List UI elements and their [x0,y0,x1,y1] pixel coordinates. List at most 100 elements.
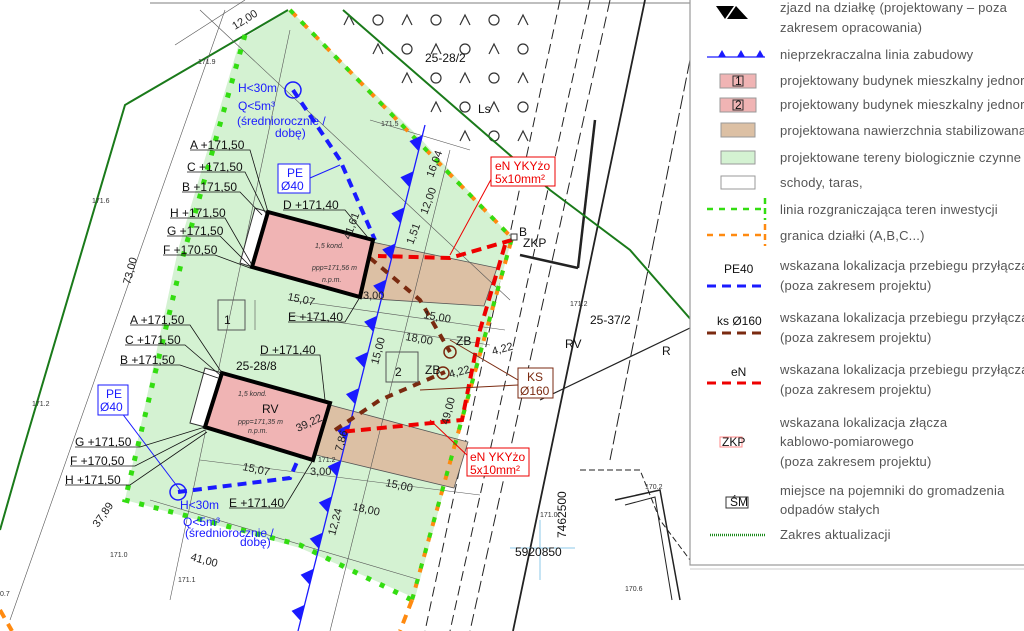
well-avg-label: (średniorocznie / [185,526,274,540]
coord-x-label: 5920850 [515,545,562,559]
elevation-g: G +171,50 [75,435,132,449]
badge-2: 2 [735,98,742,112]
elevation-leaders [65,149,371,509]
pe-tag-2: PE Ø40 [97,384,129,416]
well-depth-label: H<30m [238,81,277,95]
building-number-2: 2 [395,365,402,379]
spot-elevation: 170.2 [645,484,663,491]
spot-elevation: 171.2 [318,457,336,464]
ks-label: KS [527,370,543,384]
manhole-icon [436,366,450,380]
spot-elevation: 171.0 [540,512,558,519]
dim-label: 15,00 [422,309,451,326]
elevation-h: H +171,50 [170,206,226,220]
en-tag-1: eN YKYżo 5x10mm² [490,156,556,187]
well-day-label: dobę) [240,535,271,549]
bio-swatch [720,150,756,165]
shrub-symbol [517,71,529,84]
building-line-triangle [400,171,414,188]
ls-label: Ls [478,102,491,116]
legend-access: zakresem opracowania) [780,20,922,35]
tree-symbol [459,43,471,55]
shrub-symbol [459,129,471,142]
zb-label: ZB [425,363,440,377]
legend: 1 2 PE40 ks Ø160 eN ZKP ŚM zjazd na dzia… [689,0,1024,570]
en-symbol-label: eN [731,365,746,379]
en-power-route [339,238,513,434]
floors-label: 1,5 kond. [315,243,344,250]
legend-pe40: (poza zakresem projektu) [780,278,931,293]
well-day-label: dobę) [275,126,306,140]
spot-elevation: 0.7 [0,591,10,598]
sm-icon [725,496,749,509]
parcel-label: 25-28/8 [236,359,277,373]
pe-water-route [177,88,377,494]
parcel-label: 25-28/2 [425,51,466,65]
update-range-lines [0,9,701,531]
dim-label: 37,89 [91,500,117,529]
legend-zkp: (poza zakresem projektu) [780,454,931,469]
legend-stairs: schody, taras, [780,175,863,190]
tree-symbol [488,72,500,84]
shrub-symbol [401,13,413,26]
access-icon [716,6,748,19]
building-line-triangle [300,568,314,585]
plot-point-b: B [519,225,527,239]
elevation-f: F +170,50 [163,243,218,257]
legend-building-1: projektowany budynek mieszkalny jednorod… [780,73,1024,88]
floor-level-label: ppp=171,35 m [237,419,283,426]
en-tag-2: eN YKYżo 5x10mm² [466,447,530,477]
elevation-a: A +171,50 [130,313,185,327]
tree-symbol [430,14,442,26]
building-number-box [217,299,246,331]
building-line-icon [707,50,765,58]
legend-sm: miejsce na pojemniki do gromadzenia [780,483,1005,498]
legend-plot-border: granica działki (A,B,C...) [780,228,925,243]
pe-diameter: Ø40 [281,179,304,193]
npm-label: n.p.m. [322,277,342,284]
well-flow-label: Q<5m³ [183,515,220,529]
stairs-swatch [720,175,756,190]
building-line-triangle [327,460,341,477]
legend-investment-line: linia rozgraniczająca teren inwestycji [780,202,998,217]
en-cable-label: eN YKYżo [470,450,525,464]
road [424,0,691,631]
rv-label: RV [262,402,278,416]
tree-symbol [401,43,413,55]
pe-label: PE [287,166,303,180]
shrub-symbol [401,71,413,84]
legend-building-2: projektowany budynek mieszkalny jednorod… [780,97,1024,112]
ks-diameter: Ø160 [520,384,550,398]
building-1-swatch [719,73,757,89]
legend-zkp: kablowo-pomiarowego [780,434,914,449]
spot-elevation: 171.0 [110,552,128,559]
building-line-triangle [345,388,359,405]
badge-box [732,99,744,111]
legend-en: wskazana lokalizacja przebiegu przyłącza [779,362,1024,377]
dim-label: 73,00 [121,256,140,286]
building-number-box [385,351,419,383]
zkp-label: ZKP [523,236,546,250]
elevation-c: C +171,50 [187,160,243,174]
coord-y-label: 7462500 [555,491,569,538]
r-label: R [662,344,671,358]
shrub-symbol [488,100,500,113]
dim-label: 4,22 [491,341,515,358]
legend-pe40: wskazana lokalizacja przebiegu przyłącza [779,258,1024,273]
building-line-triangle [318,496,332,513]
spot-elevation: 171.5 [381,121,399,128]
legend-access: zjazd na działkę (projektowany – poza [780,0,1008,15]
spot-elevation: 171.2 [32,401,50,408]
tree-symbol [517,43,529,55]
spot-elevation: 170.6 [625,586,643,593]
shrub-symbol [459,13,471,26]
building-line-triangle [291,604,305,621]
building-number-1: 1 [224,313,231,327]
tree-symbol [488,14,500,26]
elevation-g: G +171,50 [167,224,224,238]
zkp-icon [719,436,743,448]
dim-label: 4,22 [448,364,472,381]
building-line-triangle [309,532,323,549]
dim-label: 18,00 [351,501,380,518]
investment-boundary [0,8,515,631]
